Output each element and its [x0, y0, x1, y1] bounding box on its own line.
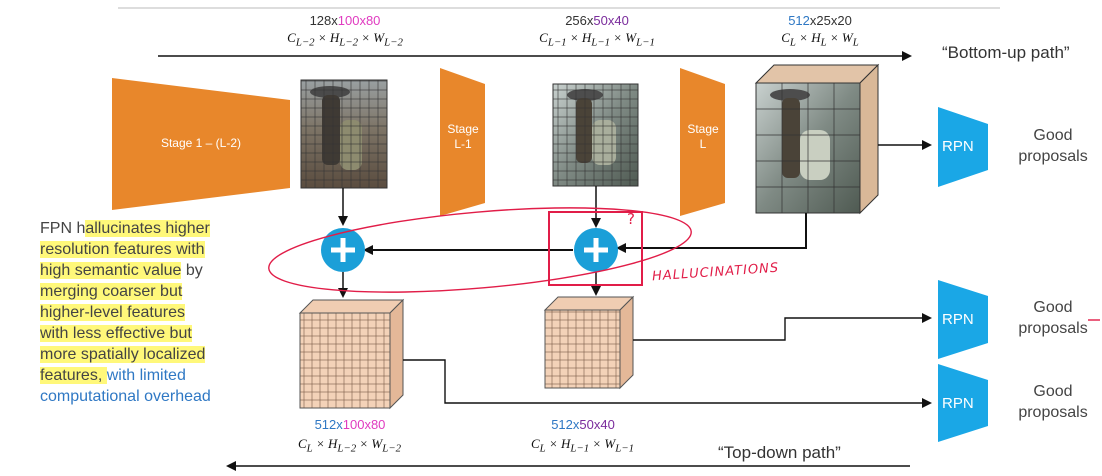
plus-circle-1: [321, 228, 365, 272]
arrow-cube1-to-rpn3: [403, 359, 932, 408]
formula-bottom-2: CL × HL−1 × WL−1: [531, 436, 634, 455]
stage-l-1-block: [440, 68, 485, 216]
dim-top-3: 512x25x20: [788, 13, 852, 28]
arrow-cube2-to-rpn2: [633, 313, 932, 341]
feature-map-l: [754, 63, 880, 215]
dim-bottom-2: 512x50x40: [551, 417, 615, 432]
formula-top-1: CL−2 × HL−2 × WL−2: [287, 30, 403, 49]
formula-bottom-1: CL × HL−2 × WL−2: [298, 436, 401, 455]
rpn-label-2: RPN: [942, 311, 974, 328]
stage-l-block: [680, 68, 725, 216]
feature-map-l-1: [552, 83, 639, 187]
feature-map-l-2: [300, 79, 388, 189]
rpn-block-1: [938, 107, 988, 187]
question-mark: ?: [627, 210, 635, 228]
dim-top-2: 256x50x40: [565, 13, 629, 28]
rpn-block-3: [938, 364, 988, 442]
bottom-up-path-label: “Bottom-up path”: [942, 43, 1070, 62]
dim-bottom-1: 512x100x80: [314, 417, 386, 432]
annotation-box: [548, 211, 643, 286]
top-down-path-label: “Top-down path”: [718, 443, 841, 462]
formula-top-3: CL × HL × WL: [781, 30, 859, 49]
stage-1-label: Stage 1 – (L-2): [160, 136, 242, 150]
arrow-top-to-plus2: [616, 213, 807, 253]
plus-circle-2: [574, 228, 618, 272]
formula-top-2: CL−1 × HL−1 × WL−1: [539, 30, 655, 49]
dim-top-1: 128x100x80: [309, 13, 381, 28]
rpn-label-3: RPN: [942, 395, 974, 412]
rpn-block-2: [938, 280, 988, 359]
merged-feature-map-1: [298, 298, 405, 410]
fpn-description: FPN hallucinates higher resolution featu…: [40, 220, 211, 405]
merged-feature-map-2: [543, 295, 635, 390]
stage-1-block: [112, 78, 290, 210]
annotation-ellipse: [268, 207, 692, 293]
rpn-label-1: RPN: [942, 138, 974, 155]
